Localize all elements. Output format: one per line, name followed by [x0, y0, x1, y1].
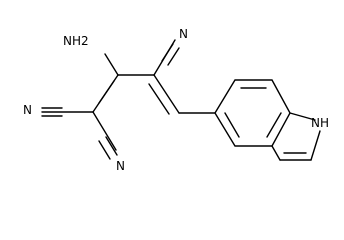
amino-label: NH2	[63, 34, 89, 48]
nitrile-left-label: N	[23, 103, 32, 117]
nitrile-bottom-label: N	[116, 159, 125, 173]
bond-layer	[41, 39, 321, 161]
triple-top-2	[167, 47, 180, 66]
triple-top-1	[161, 43, 174, 62]
pyrrole-bond-4	[271, 145, 281, 161]
bond-c2-c1-inner	[98, 80, 115, 104]
indole-nh-label: NH	[311, 116, 329, 130]
triple-down-2	[98, 140, 111, 160]
pyrrole-bond-2	[310, 130, 321, 161]
triple-down-1	[105, 136, 118, 156]
pyrrole-bond-1	[289, 112, 316, 121]
benzene-inner-3	[266, 112, 282, 138]
bond-amino	[104, 53, 119, 76]
nitrile-top-label: N	[179, 27, 188, 41]
bond-c3-c4	[153, 74, 180, 114]
bond-c1-cn-down	[92, 111, 117, 151]
bond-c3-c4-inner	[148, 83, 170, 115]
structure-diagram: NH2 N N N NH	[23, 27, 329, 173]
indole-benzene-ring	[214, 79, 291, 147]
benzene-inner-2	[224, 112, 240, 138]
